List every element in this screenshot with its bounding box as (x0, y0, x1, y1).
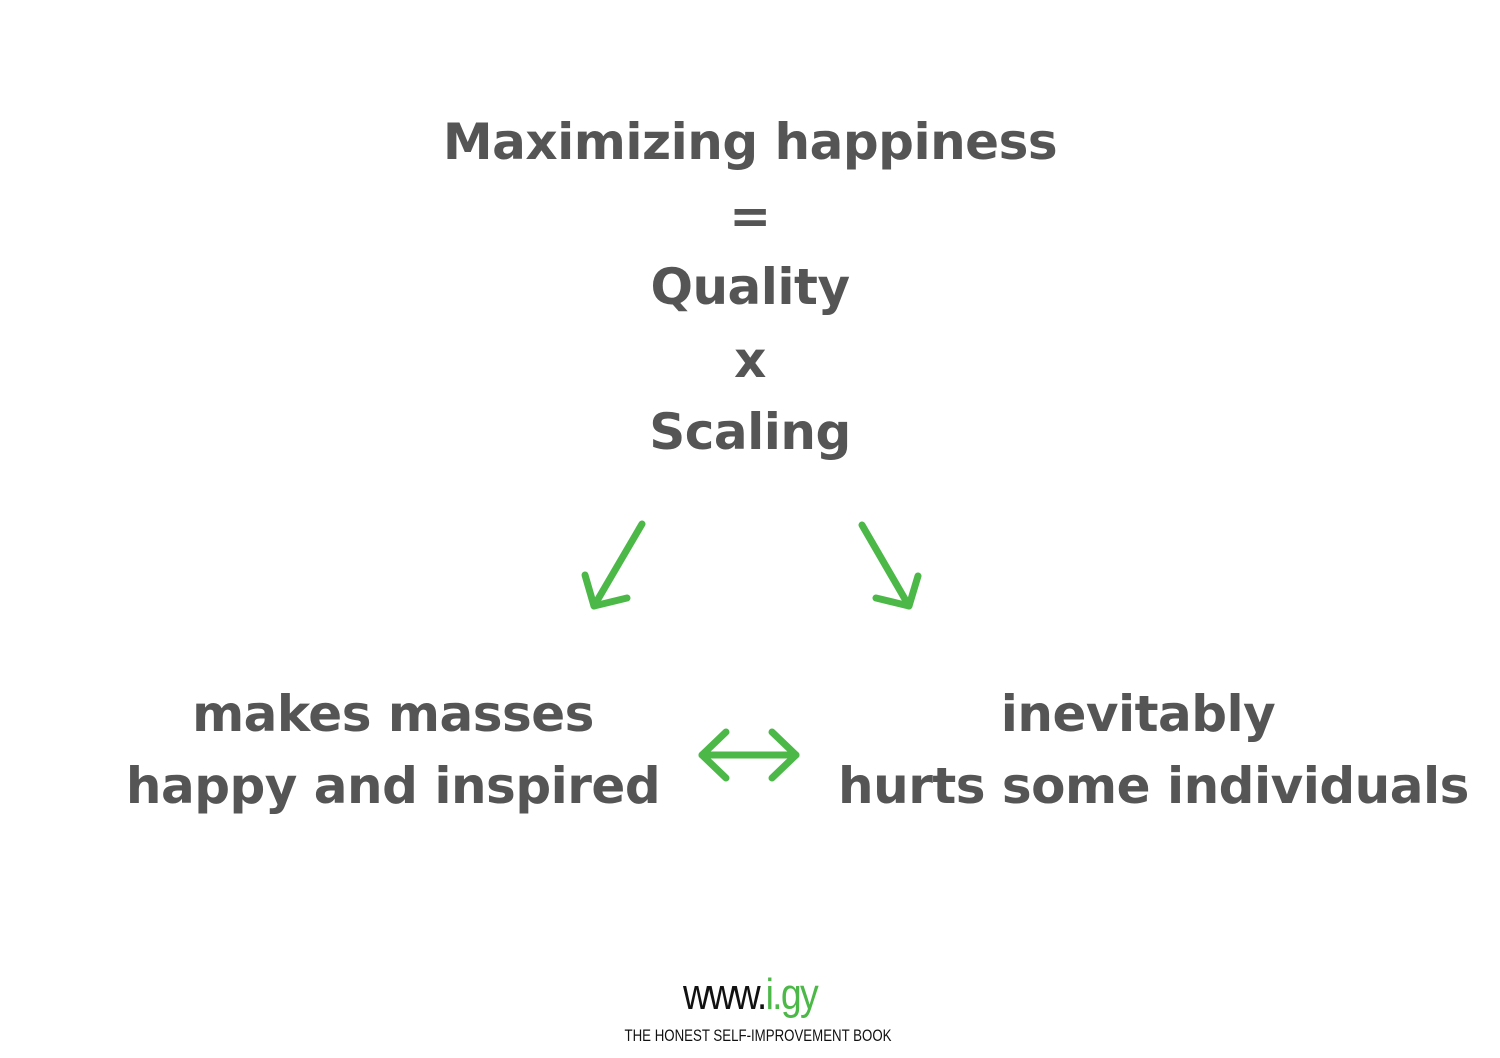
footer-url: www.i.gy (113, 970, 1388, 1020)
equals-sign: = (729, 187, 771, 245)
formula-quality: Quality (650, 258, 850, 316)
arrow-down-left-icon (581, 520, 646, 610)
arrow-down-right-icon (858, 521, 922, 610)
right-outcome-line2: hurts some individuals (838, 757, 1469, 815)
formula-title: Maximizing happiness (442, 113, 1058, 171)
url-prefix: www. (683, 970, 767, 1019)
formula-scaling: Scaling (649, 403, 851, 461)
left-outcome-line1: makes masses (192, 685, 594, 743)
url-domain: i.gy (765, 970, 819, 1019)
double-arrow-icon (698, 728, 800, 782)
footer-tagline: THE HONEST SELF-IMPROVEMENT BOOK (624, 1026, 892, 1045)
right-outcome-line1: inevitably (1000, 685, 1276, 743)
times-sign: x (734, 331, 766, 389)
left-outcome-line2: happy and inspired (125, 757, 661, 815)
